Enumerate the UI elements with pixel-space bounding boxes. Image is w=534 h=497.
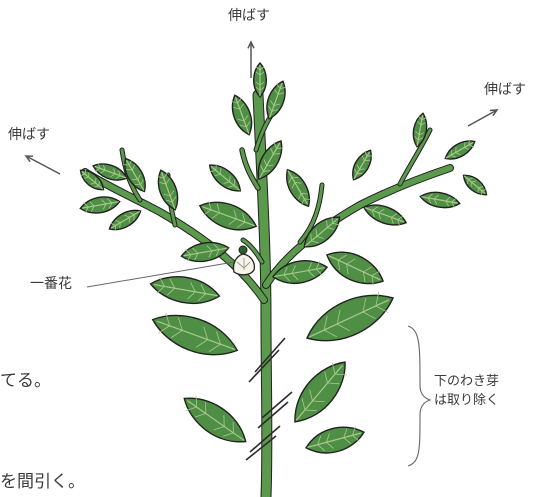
label-lower-buds-line2: は取り除く [434, 394, 499, 407]
label-top-extend: 伸ばす [228, 9, 270, 23]
arrow-left [26, 156, 60, 174]
body-text-line2: を間引く。 [0, 474, 85, 491]
label-left-extend: 伸ばす [8, 128, 50, 142]
arrow-right [468, 110, 497, 126]
body-text-line1: てる。 [0, 373, 51, 390]
label-first-flower: 一番花 [30, 277, 72, 291]
label-right-extend: 伸ばす [484, 83, 526, 97]
label-lower-buds-line1: 下のわき芽 [434, 375, 499, 388]
brace-lower-buds [408, 326, 430, 466]
flower-calyx [239, 246, 247, 254]
